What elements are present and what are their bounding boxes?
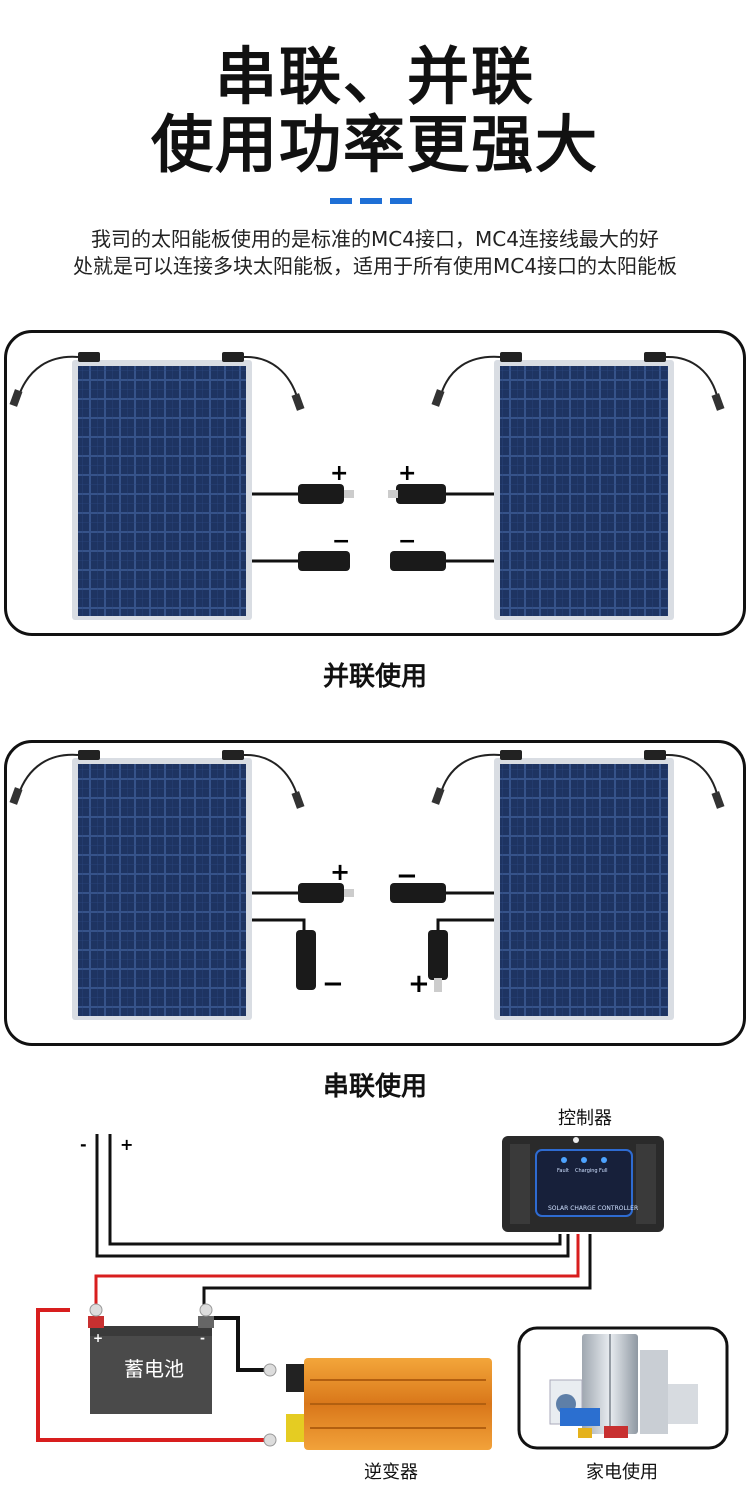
led-label-charging: Charging [575, 1168, 598, 1174]
system-wiring [36, 1134, 592, 1442]
led-label-full: Full [599, 1168, 608, 1174]
series-right-panel [390, 750, 725, 1020]
parallel-right-pos-sign: + [398, 461, 416, 486]
panel-neg-sign: - [80, 1135, 87, 1154]
parallel-left-panel [9, 352, 354, 620]
inverter [263, 1358, 492, 1450]
parallel-left-pos-sign: + [330, 461, 348, 486]
battery-neg-sign: - [200, 1331, 205, 1345]
parallel-right-panel [388, 352, 725, 620]
intro-text: 我司的太阳能板使用的是标准的MC4接口，MC4连接线最大的好 处就是可以连接多块… [20, 226, 730, 280]
battery-label: 蓄电池 [124, 1357, 184, 1381]
battery-pos-sign: + [93, 1331, 103, 1345]
page-title-line1: 串联、并联 [214, 40, 535, 113]
series-left-neg-sign: − [322, 969, 344, 999]
series-right-neg-sign: − [396, 861, 418, 891]
series-left-pos-sign: + [330, 858, 350, 886]
controller-label: 控制器 [558, 1108, 612, 1129]
charge-controller: Fault Charging Full SOLAR CHARGE CONTROL… [502, 1136, 664, 1232]
title-divider [330, 198, 420, 204]
inverter-label: 逆变器 [364, 1462, 418, 1483]
controller-face-text: SOLAR CHARGE CONTROLLER [548, 1205, 638, 1212]
intro-line-2: 处就是可以连接多块太阳能板，适用于所有使用MC4接口的太阳能板 [73, 254, 677, 278]
appliance-label: 家电使用 [586, 1462, 658, 1483]
intro-line-1: 我司的太阳能板使用的是标准的MC4接口，MC4连接线最大的好 [91, 227, 659, 251]
appliances-box [517, 1326, 729, 1450]
series-left-panel [9, 750, 354, 1020]
parallel-label: 并联使用 [322, 662, 427, 692]
led-label-fault: Fault [557, 1168, 569, 1174]
battery: + - 蓄电池 [88, 1303, 214, 1414]
panel-pos-sign: + [120, 1135, 133, 1154]
parallel-right-neg-sign: − [398, 529, 416, 554]
series-right-pos-sign: + [408, 969, 430, 999]
parallel-left-neg-sign: − [332, 529, 350, 554]
page-title-line2: 使用功率更强大 [150, 108, 599, 181]
series-label: 串联使用 [322, 1072, 427, 1102]
